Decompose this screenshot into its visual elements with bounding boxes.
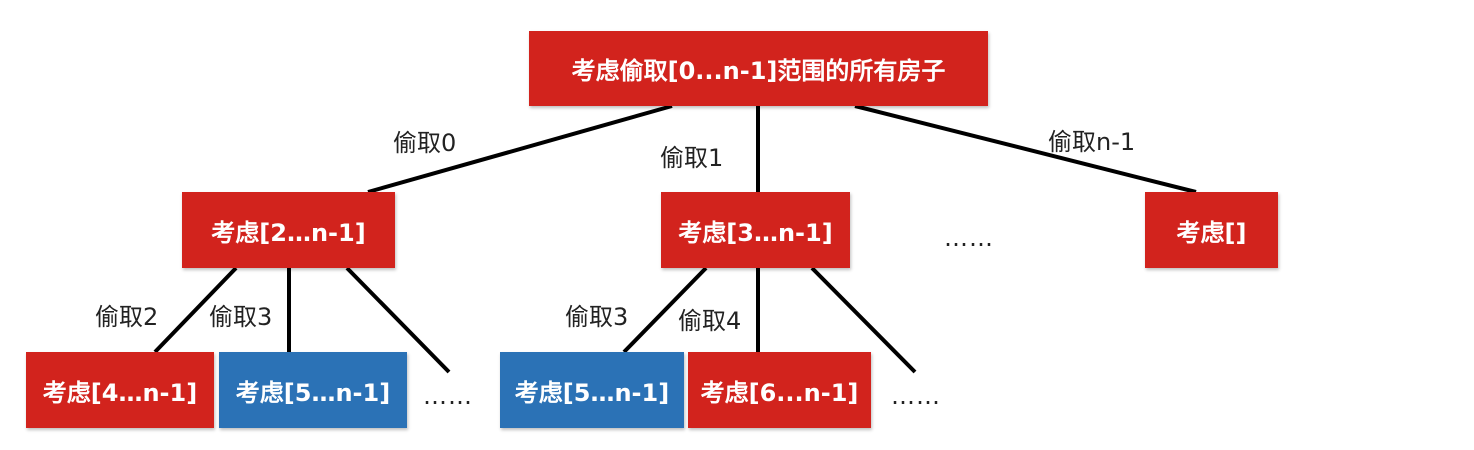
edge-consider-2-to-consider-4 (153, 266, 238, 354)
edge-consider-3-to-consider-5 (622, 266, 708, 354)
edge-label-steal-1: 偷取1 (660, 144, 724, 172)
node-consider-2-to-n-1: 考虑[2…n-1] (182, 192, 395, 268)
edge-label-steal-n-1: 偷取n-1 (1048, 128, 1136, 156)
edge-label-steal-2: 偷取2 (95, 303, 159, 331)
edge-label-steal-4: 偷取4 (678, 307, 742, 335)
edge-consider-2-to-more (345, 266, 451, 374)
edge-root-to-consider-2 (367, 104, 673, 194)
edge-label-steal-0: 偷取0 (393, 129, 457, 157)
node-consider-empty: 考虑[] (1145, 192, 1278, 268)
node-consider-6-to-n-1: 考虑[6...n-1] (688, 352, 871, 428)
edge-label-steal-3-left: 偷取3 (209, 303, 273, 331)
edge-root-to-consider-empty (854, 104, 1197, 194)
node-consider-5-to-n-1-left: 考虑[5…n-1] (219, 352, 407, 428)
node-consider-3-to-n-1: 考虑[3…n-1] (661, 192, 850, 268)
root-node: 考虑偷取[0...n-1]范围的所有房子 (529, 31, 988, 106)
ellipsis-level-2-right: …… (891, 382, 941, 410)
ellipsis-level-2-left: …… (423, 382, 473, 410)
node-consider-4-to-n-1: 考虑[4…n-1] (26, 352, 214, 428)
edge-consider-3-to-more (810, 266, 917, 374)
edge-label-steal-3-right: 偷取3 (565, 303, 629, 331)
node-consider-5-to-n-1-right: 考虑[5…n-1] (500, 352, 684, 428)
ellipsis-level-1: …… (944, 224, 994, 252)
